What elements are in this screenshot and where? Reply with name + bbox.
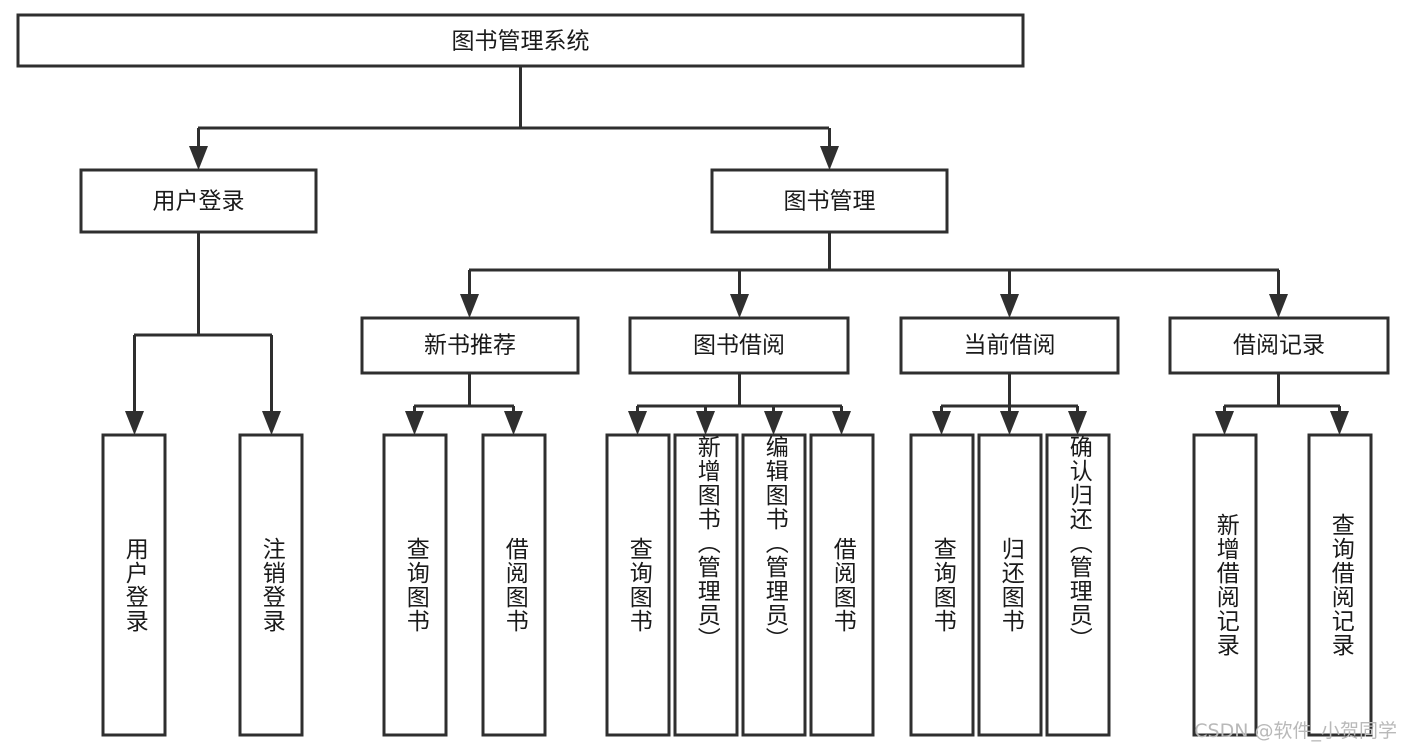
node-records[interactable] (1168, 316, 1390, 375)
node-leaf1[interactable] (101, 433, 167, 737)
node-leaf3[interactable] (382, 433, 448, 737)
arrowhead-bookmgmt (820, 146, 839, 170)
arrowhead-borrow (730, 294, 749, 318)
arrowhead-leaf9 (932, 411, 951, 435)
label-current: 当前借阅 (964, 333, 1056, 359)
arrowhead-leaf12 (1215, 411, 1234, 435)
arrowhead-login (189, 146, 208, 170)
label-layer-horizontal: 图书管理系统 用户登录 图书管理 新书推荐 图书借阅 当前借阅 借阅记录 (153, 29, 1326, 359)
node-leaf10[interactable] (977, 433, 1043, 737)
node-login[interactable] (79, 168, 318, 234)
connector-layer (125, 66, 1349, 435)
label-login: 用户登录 (153, 189, 245, 215)
label-newbook: 新书推荐 (424, 333, 516, 359)
arrowhead-newbook (460, 294, 479, 318)
arrowhead-leaf3 (405, 411, 424, 435)
label-bookmgmt: 图书管理 (784, 189, 876, 215)
arrowhead-leaf7 (764, 411, 783, 435)
arrowhead-leaf1 (125, 411, 144, 435)
arrowhead-leaf6 (696, 411, 715, 435)
node-leaf4[interactable] (481, 433, 547, 737)
node-leaf2[interactable] (238, 433, 304, 737)
label-borrow: 图书借阅 (693, 333, 785, 359)
node-leaf8[interactable] (809, 433, 875, 737)
node-current[interactable] (899, 316, 1120, 375)
node-leaf12[interactable] (1192, 433, 1258, 737)
arrowhead-leaf11 (1068, 411, 1087, 435)
label-root: 图书管理系统 (452, 29, 590, 55)
arrowhead-leaf10 (1000, 411, 1019, 435)
node-leaf13[interactable] (1307, 433, 1373, 737)
node-leaf5[interactable] (605, 433, 671, 737)
arrowhead-leaf5 (628, 411, 647, 435)
node-layer (16, 13, 1390, 737)
node-newbook[interactable] (360, 316, 580, 375)
node-root[interactable] (16, 13, 1025, 68)
arrowhead-leaf13 (1330, 411, 1349, 435)
arrowhead-leaf2 (262, 411, 281, 435)
node-leaf6[interactable] (673, 433, 739, 737)
arrowhead-current (1000, 294, 1019, 318)
arrowhead-records (1269, 294, 1288, 318)
arrowhead-leaf4 (504, 411, 523, 435)
node-borrow[interactable] (628, 316, 850, 375)
node-leaf11[interactable] (1045, 433, 1111, 737)
node-leaf7[interactable] (741, 433, 807, 737)
node-leaf9[interactable] (909, 433, 975, 737)
node-bookmgmt[interactable] (710, 168, 949, 234)
arrowhead-leaf8 (832, 411, 851, 435)
label-records: 借阅记录 (1233, 333, 1325, 359)
